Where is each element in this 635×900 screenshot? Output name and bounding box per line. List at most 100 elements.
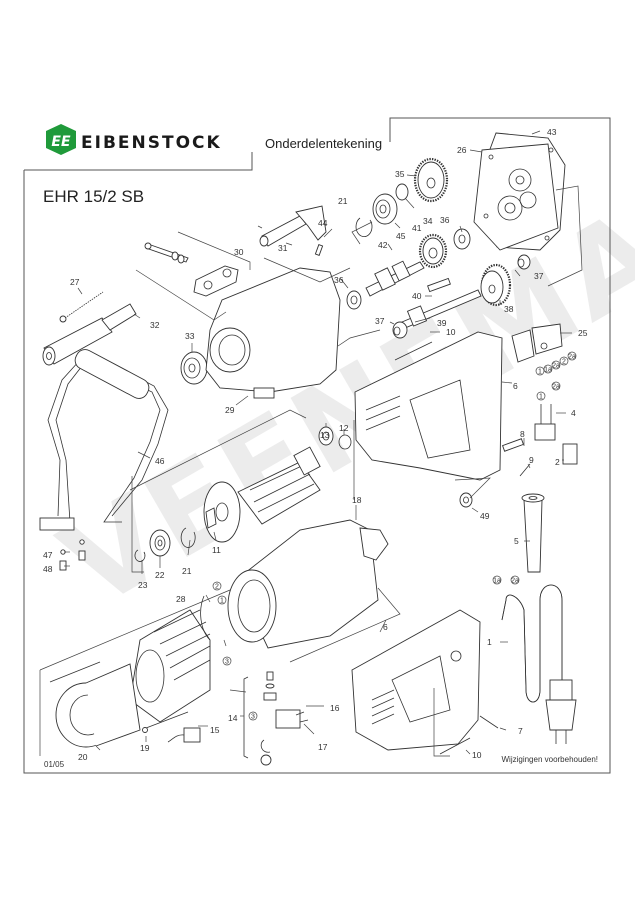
callout-14: 14 [228,713,238,723]
wire-marker-2: 2 [212,581,222,591]
model-title: EHR 15/2 SB [43,187,144,206]
document-type: Onderdelentekening [265,136,382,151]
title-block-line [24,152,253,171]
part-gear-35 [413,157,449,203]
part-washer-34 [395,183,409,201]
part-shaft-42 [365,260,425,297]
callout-40: 40 [412,291,422,301]
part-handle-46 [39,349,169,531]
date-code: 01/05 [44,760,65,769]
callout-39: 39 [437,318,447,328]
callout-32: 32 [150,320,160,330]
drawing-frame [23,117,611,774]
part-gear-cover-29 [205,267,341,399]
svg-text:2: 2 [215,584,219,591]
wire-markers: 2 1 3 3 1 2a 1a 2a [212,351,577,721]
callout-33: 33 [185,331,195,341]
part-lever-31 [259,205,327,247]
callout-13: 13 [320,430,330,440]
callout-43: 43 [547,127,557,137]
part-bushing-49 [459,492,473,508]
part-screw-10a [394,341,433,361]
callout-8: 8 [520,429,525,439]
part-cable-1 [501,584,577,744]
callout-15: 15 [210,725,220,735]
callout-38: 38 [504,304,514,314]
callout-30: 30 [234,247,244,257]
callout-47: 47 [43,550,53,560]
callout-22: 22 [155,570,165,580]
wire-marker-1-capacitor: 1 [536,391,546,401]
part-circlip-21a [355,217,373,238]
part-screw-19 [145,711,189,729]
svg-text:1: 1 [538,369,542,376]
svg-text:2a: 2a [552,363,560,370]
callout-16: 16 [330,703,340,713]
svg-text:1a: 1a [544,367,552,374]
callout-5: 5 [514,536,519,546]
logo-letters: EE [51,134,71,150]
part-screw-9 [519,463,531,477]
callout-37a: 37 [375,316,385,326]
svg-text:3: 3 [251,714,255,721]
part-bearing-33 [180,351,208,385]
part-housing-6b [351,609,481,751]
part-pin-44 [314,244,324,256]
callout-26: 26 [457,145,467,155]
callout-19: 19 [140,743,150,753]
callout-35: 35 [395,169,405,179]
part-screw-27 [59,291,104,323]
part-clip-23 [134,549,146,562]
svg-text:2a: 2a [568,354,576,361]
callout-11: 11 [212,545,221,555]
callout-20: 20 [78,752,88,762]
part-brush-2 [562,443,578,465]
callout-23: 23 [138,580,148,590]
part-field-coil-28 [129,595,211,723]
callout-36a: 36 [334,275,344,285]
part-capacitor-4 [534,404,556,441]
part-brush-assembly-14 [243,671,309,766]
callout-45: 45 [396,231,406,241]
wire-marker-2a-capacitor: 2a [551,381,561,391]
callout-41: 41 [412,223,422,233]
callout-21b: 21 [182,566,192,576]
part-bolts-47-48 [59,539,86,571]
callout-29: 29 [225,405,235,415]
part-clamp-8 [502,438,524,452]
part-motor-housing-18 [227,519,389,649]
svg-text:1a: 1a [493,578,501,585]
disclaimer: Wijzigingen voorbehouden! [501,755,598,764]
svg-text:1: 1 [539,394,543,401]
part-bearing-37b [517,254,531,270]
part-ring-12 [338,434,352,450]
eibenstock-logo: EE EIBENSTOCK [46,124,220,155]
callout-48: 48 [43,564,53,574]
part-bearing-36b [453,228,471,250]
callout-37b: 37 [534,271,544,281]
callout-12: 12 [339,423,349,433]
callout-25: 25 [578,328,588,338]
part-gear-housing [473,132,566,251]
part-gear-41 [418,233,448,269]
part-key-40 [427,277,451,293]
callout-42: 42 [378,240,388,250]
callout-27: 27 [70,277,80,287]
part-end-cap-20 [55,663,141,748]
wire-marker-2a-cable: 2a [510,575,520,585]
switch-terminal-markers: 1 1a 2a 2 2a [535,351,577,376]
wire-marker-3-brush: 3 [248,711,258,721]
callout-31: 31 [278,243,288,253]
part-housing-6a [354,331,503,481]
wire-marker-1a-cable: 1a [492,575,502,585]
leader-lines [39,130,583,757]
svg-text:3: 3 [225,659,229,666]
callout-10a: 10 [446,327,456,337]
svg-text:2a: 2a [552,384,560,391]
callout-10b: 10 [472,750,482,760]
callout-labels: 43 26 35 21 34 45 36 41 42 44 31 30 37 3… [43,127,588,762]
callout-6b: 6 [383,622,388,632]
callout-28: 28 [176,594,186,604]
part-switch-25 [511,323,563,363]
part-bearing-22 [149,529,171,557]
